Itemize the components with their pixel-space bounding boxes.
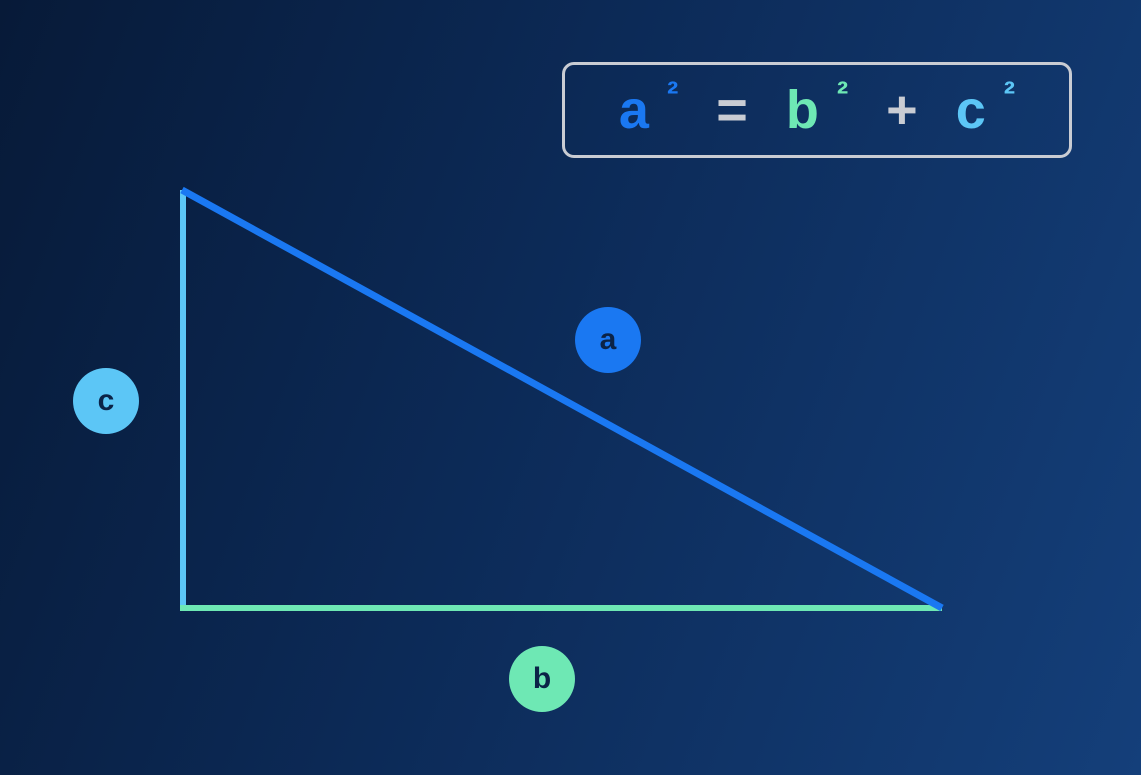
formula-square-b: ² — [836, 75, 849, 113]
formula-square-a: ² — [666, 75, 679, 113]
side-a-hypotenuse-line — [180, 186, 944, 612]
formula-term-c: c ² — [955, 77, 1015, 140]
formula-square-c: ² — [1003, 75, 1016, 113]
formula-term-b: b ² — [785, 77, 848, 140]
formula-var-a: a — [618, 80, 649, 140]
formula-var-c: c — [955, 80, 986, 140]
label-b-badge: b — [509, 646, 575, 712]
label-a-badge: a — [575, 307, 641, 373]
formula-plus: + — [886, 80, 918, 140]
formula-equals: = — [716, 80, 748, 140]
label-c-badge: c — [73, 368, 139, 434]
formula-box: a ² = b ² + c ² — [562, 62, 1072, 158]
formula-term-a: a ² — [618, 77, 678, 140]
formula-var-b: b — [785, 80, 819, 140]
